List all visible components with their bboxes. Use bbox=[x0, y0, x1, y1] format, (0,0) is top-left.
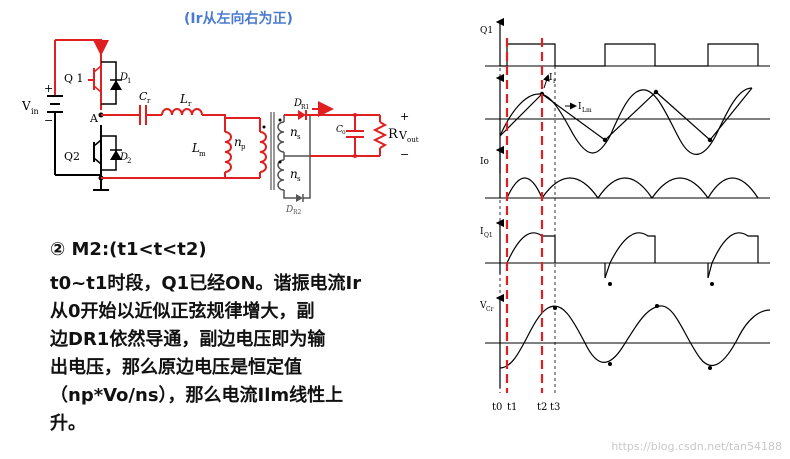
description-line: 出电压，那么原边电压是恒定值 bbox=[50, 357, 302, 378]
capacitor-co: C o bbox=[336, 115, 364, 156]
input-voltage-source: V in + − bbox=[21, 40, 63, 175]
description-line: 升。 bbox=[50, 413, 86, 434]
lr-subscript: r bbox=[188, 100, 192, 108]
switch-q1: Q 1 bbox=[64, 55, 102, 110]
ilm-curve bbox=[499, 87, 753, 141]
llc-circuit-diagram: V in + − Q 1 D 1 A bbox=[21, 39, 419, 216]
mode-title: ② M2:(t1<t<t2) bbox=[50, 239, 207, 260]
description-line: 从0开始以近似正弦规律增大，副 bbox=[50, 301, 315, 322]
lm-subscript: m bbox=[199, 150, 206, 158]
np-label: n bbox=[234, 135, 242, 149]
description-line: （np*Vo/ns），那么电流Ilm线性上 bbox=[50, 385, 344, 406]
q1-label: Q 1 bbox=[64, 72, 84, 85]
watermark: https://blog.csdn.net/tan54188 bbox=[611, 440, 782, 453]
d1-subscript: 1 bbox=[127, 77, 131, 85]
ir-label: I bbox=[549, 73, 553, 83]
cr-subscript: r bbox=[147, 97, 151, 105]
switch-q2: Q2 D 2 bbox=[64, 125, 131, 178]
vout-plus: + bbox=[400, 110, 409, 123]
current-direction-caption: (Ir从左向右为正) bbox=[184, 11, 293, 27]
d2-label: D bbox=[119, 152, 128, 163]
dr2-subscript: R2 bbox=[293, 209, 302, 216]
dr1-subscript: R1 bbox=[301, 104, 309, 111]
q1-gate-waveform: Q1 bbox=[480, 18, 770, 67]
np-subscript: p bbox=[241, 143, 246, 151]
ns1-label: n bbox=[290, 125, 298, 139]
top-bus-wire bbox=[55, 39, 102, 55]
ns2-subscript: s bbox=[297, 175, 301, 183]
ilm-label: I bbox=[578, 102, 582, 112]
t2-label: t2 bbox=[537, 402, 547, 413]
t3-label: t3 bbox=[550, 402, 560, 413]
io-label: Io bbox=[480, 157, 489, 167]
secondary-winding-top: n s bbox=[277, 115, 301, 153]
iq1-subscript: Q1 bbox=[484, 232, 493, 239]
description-line: 边DR1依然导通，副边电压即为输 bbox=[50, 329, 326, 350]
dr1-label: D bbox=[293, 98, 302, 109]
description-line: t0~t1时段，Q1已经ON。谐振电流Ir bbox=[50, 273, 362, 294]
node-a-label: A bbox=[89, 112, 99, 125]
primary-winding: n p bbox=[234, 118, 267, 178]
mode-description: t0~t1时段，Q1已经ON。谐振电流Ir 从0开始以近似正弦规律增大，副 边D… bbox=[50, 270, 460, 455]
lm-label: L bbox=[191, 141, 200, 155]
vin-plus: + bbox=[44, 82, 53, 95]
t0-label: t0 bbox=[492, 402, 502, 413]
load-resistor: R V out + − bbox=[372, 110, 419, 161]
ir-ilm-waveform: I r I Lm bbox=[485, 73, 770, 173]
ns2-label: n bbox=[290, 167, 298, 181]
io-waveform: Io bbox=[480, 145, 770, 200]
ir-subscript: r bbox=[553, 78, 556, 85]
d1-label: D bbox=[119, 72, 128, 83]
t1-label: t1 bbox=[507, 402, 517, 413]
co-label: C bbox=[336, 125, 343, 135]
vin-label: V bbox=[21, 99, 31, 113]
q1-wave-label: Q1 bbox=[480, 26, 493, 36]
vcr-subscript: Cr bbox=[486, 306, 494, 313]
bottom-bus-wire bbox=[55, 174, 102, 178]
waveform-diagram: Q1 I r I Lm Io bbox=[479, 18, 770, 413]
vout-minus: − bbox=[400, 148, 409, 161]
vout-subscript: out bbox=[407, 136, 419, 144]
q2-label: Q2 bbox=[64, 150, 80, 163]
d2-subscript: 2 bbox=[127, 157, 131, 165]
diode-dr1: D R1 bbox=[284, 98, 309, 120]
cr-label: C bbox=[139, 90, 148, 103]
ilm-subscript: Lm bbox=[582, 107, 592, 114]
vout-label: V bbox=[398, 129, 408, 142]
co-subscript: o bbox=[342, 129, 346, 136]
inductor-lm: L m bbox=[191, 118, 232, 178]
capacitor-cr: C r bbox=[139, 90, 151, 125]
lr-label: L bbox=[179, 92, 188, 106]
r-label: R bbox=[388, 127, 399, 142]
secondary-winding-bottom: n s bbox=[277, 159, 301, 191]
diode-d1: D 1 bbox=[101, 61, 131, 105]
inductor-lr: L r bbox=[161, 92, 203, 116]
vin-subscript: in bbox=[31, 107, 39, 116]
vcr-waveform: V Cr bbox=[479, 293, 770, 388]
iq1-label: I bbox=[480, 227, 484, 237]
vin-minus: − bbox=[44, 114, 53, 127]
dr2-label: D bbox=[285, 205, 293, 215]
vcr-label: V bbox=[479, 301, 487, 311]
iq1-waveform: I Q1 bbox=[480, 218, 770, 286]
ns1-subscript: s bbox=[297, 133, 301, 141]
